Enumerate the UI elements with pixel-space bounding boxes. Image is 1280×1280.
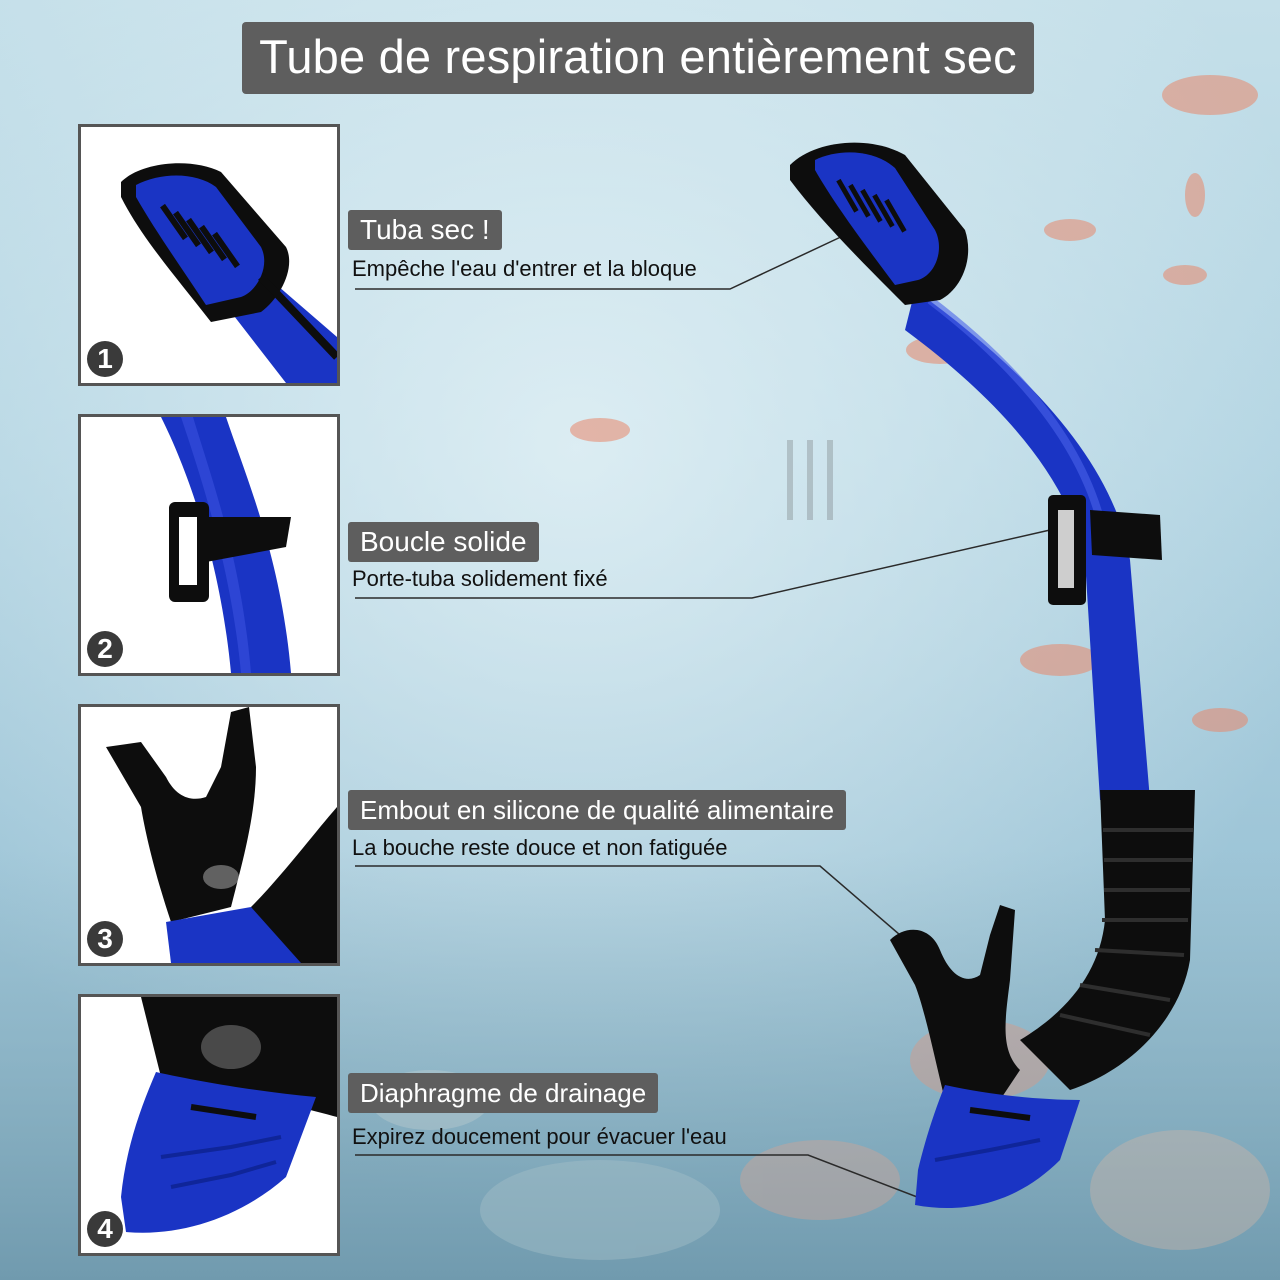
- callout-lines: [355, 234, 1051, 1201]
- detail-panel-2: 2: [78, 414, 340, 676]
- number-badge-4: 4: [87, 1211, 123, 1247]
- number-badge-3: 3: [87, 921, 123, 957]
- page-title: Tube de respiration entièrement sec: [242, 22, 1034, 94]
- detail-panel-4: 4: [78, 994, 340, 1256]
- detail-panel-1: 1: [78, 124, 340, 386]
- feature-description-2: Porte-tuba solidement fixé: [352, 566, 608, 591]
- snorkel-purge-valve-detail: [121, 997, 337, 1233]
- feature-label-1: Tuba sec !: [348, 210, 502, 250]
- snorkel-top-detail: [121, 163, 337, 383]
- snorkel-clip-detail: [161, 417, 291, 673]
- feature-label-3: Embout en silicone de qualité alimentair…: [348, 790, 847, 830]
- feature-description-4: Expirez doucement pour évacuer l'eau: [352, 1124, 727, 1149]
- feature-description-1: Empêche l'eau d'entrer et la bloque: [352, 256, 697, 281]
- number-badge-1: 1: [87, 341, 123, 377]
- feature-label-2: Boucle solide: [348, 522, 539, 562]
- detail-panel-3: 3: [78, 704, 340, 966]
- number-badge-2: 2: [87, 631, 123, 667]
- feature-description-3: La bouche reste douce et non fatiguée: [352, 835, 728, 860]
- feature-label-4: Diaphragme de drainage: [348, 1073, 659, 1113]
- snorkel-mouthpiece-detail: [106, 707, 337, 963]
